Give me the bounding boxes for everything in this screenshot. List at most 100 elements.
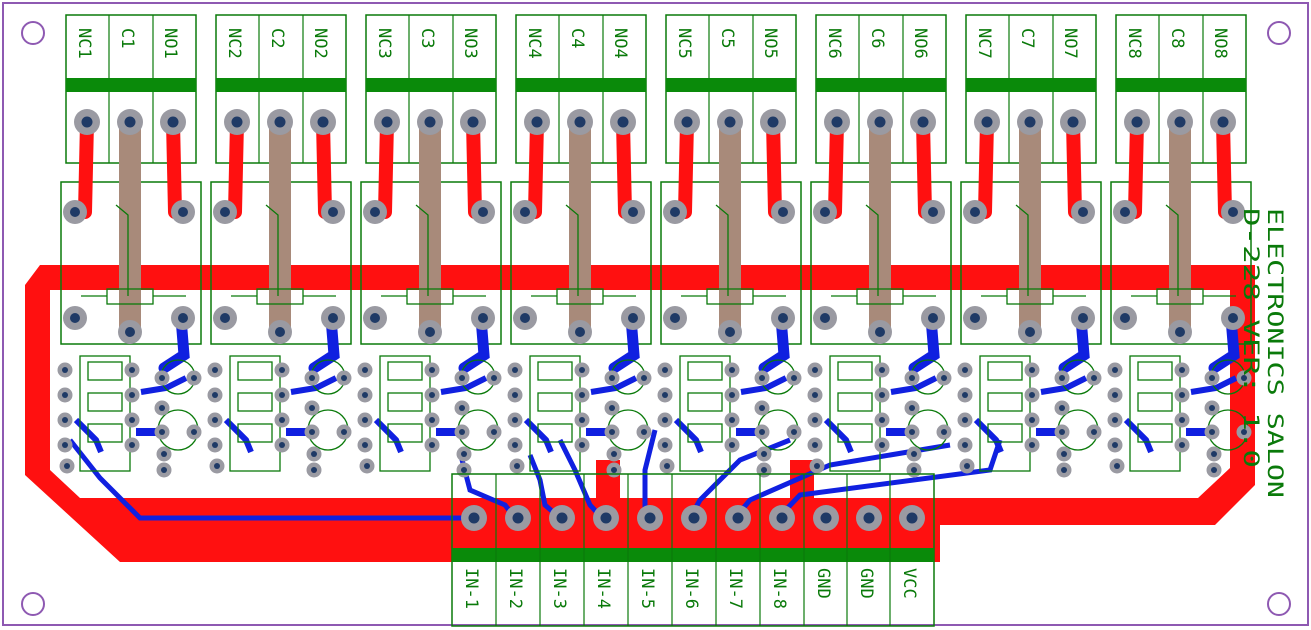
pad-hole [662, 367, 668, 373]
pad-hole [628, 207, 638, 217]
pad-hole [459, 405, 465, 411]
pad-hole [628, 313, 638, 323]
terminal-bar [516, 78, 646, 92]
pad-hole [362, 367, 368, 373]
pad-hole [1078, 313, 1088, 323]
pin-label: C5 [717, 28, 737, 48]
no-trace [916, 115, 932, 219]
pin-label: C8 [1167, 28, 1187, 48]
input-terminal-label: IN-6 [681, 568, 701, 609]
pad-hole [520, 207, 530, 217]
input-terminal-label: IN-7 [725, 568, 745, 609]
resistor-outline [237, 392, 273, 412]
board-title: ELECTRONICS SALON D-228 VER: 1.0 [1239, 208, 1287, 498]
pad-hole [962, 392, 968, 398]
pad-hole [364, 463, 370, 469]
input-terminal-bar [452, 548, 934, 562]
relay-coil-mark [565, 204, 579, 296]
mounting-hole-top-right [1267, 21, 1291, 45]
resistor-outline [387, 392, 423, 412]
pad-hole [759, 405, 765, 411]
pad-hole [381, 116, 393, 128]
nc-trace [378, 115, 394, 219]
pad-hole [424, 116, 436, 128]
pad-hole [129, 367, 135, 373]
pad-hole [370, 207, 380, 217]
pad-hole [812, 367, 818, 373]
pad-hole [461, 451, 467, 457]
pin-label: NC5 [674, 28, 694, 59]
pin-label: NC8 [1124, 28, 1144, 59]
mounting-hole-top-left [21, 21, 45, 45]
pad-hole [1091, 375, 1097, 381]
pad-hole [1209, 429, 1215, 435]
pad-hole [644, 512, 656, 524]
pad-hole [879, 417, 885, 423]
pad-hole [478, 313, 488, 323]
pad-hole [468, 512, 480, 524]
pad-hole [812, 417, 818, 423]
driver-trace [740, 375, 788, 395]
pad-hole [1112, 392, 1118, 398]
relay-coil-mark [715, 204, 729, 296]
pad-hole [328, 207, 338, 217]
nc-trace [78, 115, 94, 219]
pad-hole [161, 451, 167, 457]
pad-hole [820, 207, 830, 217]
pin-label: C1 [117, 28, 137, 48]
pad-hole [62, 417, 68, 423]
pad-hole [729, 442, 735, 448]
terminal-bar [216, 78, 346, 92]
pad-hole [512, 512, 524, 524]
input-terminal-label: IN-2 [505, 568, 525, 609]
pad-hole [863, 512, 875, 524]
resistor-outline [387, 423, 423, 443]
pin-label: C3 [417, 28, 437, 48]
pad-hole [879, 392, 885, 398]
pad-hole [928, 313, 938, 323]
pad-hole [962, 442, 968, 448]
terminal-bar [816, 78, 946, 92]
pin-label: NO1 [160, 28, 180, 59]
pad-hole [600, 512, 612, 524]
pad-hole [1029, 442, 1035, 448]
pad-hole [609, 375, 615, 381]
pad-hole [159, 429, 165, 435]
pad-hole [425, 327, 435, 337]
driver-trace [308, 312, 340, 374]
pad-hole [231, 116, 243, 128]
pad-hole [814, 463, 820, 469]
pad-hole [1091, 429, 1097, 435]
pad-hole [341, 375, 347, 381]
pad-hole [812, 392, 818, 398]
pad-hole [820, 512, 832, 524]
resistor-outline [687, 423, 723, 443]
pad-hole [670, 313, 680, 323]
resistor-outline [87, 423, 123, 443]
driver-trace [1058, 312, 1090, 374]
pad-hole [129, 442, 135, 448]
pad-hole [1241, 375, 1247, 381]
resistor-outline [237, 423, 273, 443]
pad-hole [178, 313, 188, 323]
pad-hole [1112, 417, 1118, 423]
pad-hole [167, 116, 179, 128]
pad-hole [328, 313, 338, 323]
pad-hole [62, 367, 68, 373]
pad-hole [1029, 392, 1035, 398]
pad-hole [279, 417, 285, 423]
nc-trace [828, 115, 844, 219]
pad-hole [311, 451, 317, 457]
resistor-outline [237, 361, 273, 381]
no-trace [466, 115, 482, 219]
pad-hole [1120, 207, 1130, 217]
pin-label: NC3 [374, 28, 394, 59]
pad-hole [791, 375, 797, 381]
pad-hole [459, 429, 465, 435]
pin-label: C7 [1017, 28, 1037, 48]
driver-trace [373, 417, 404, 454]
